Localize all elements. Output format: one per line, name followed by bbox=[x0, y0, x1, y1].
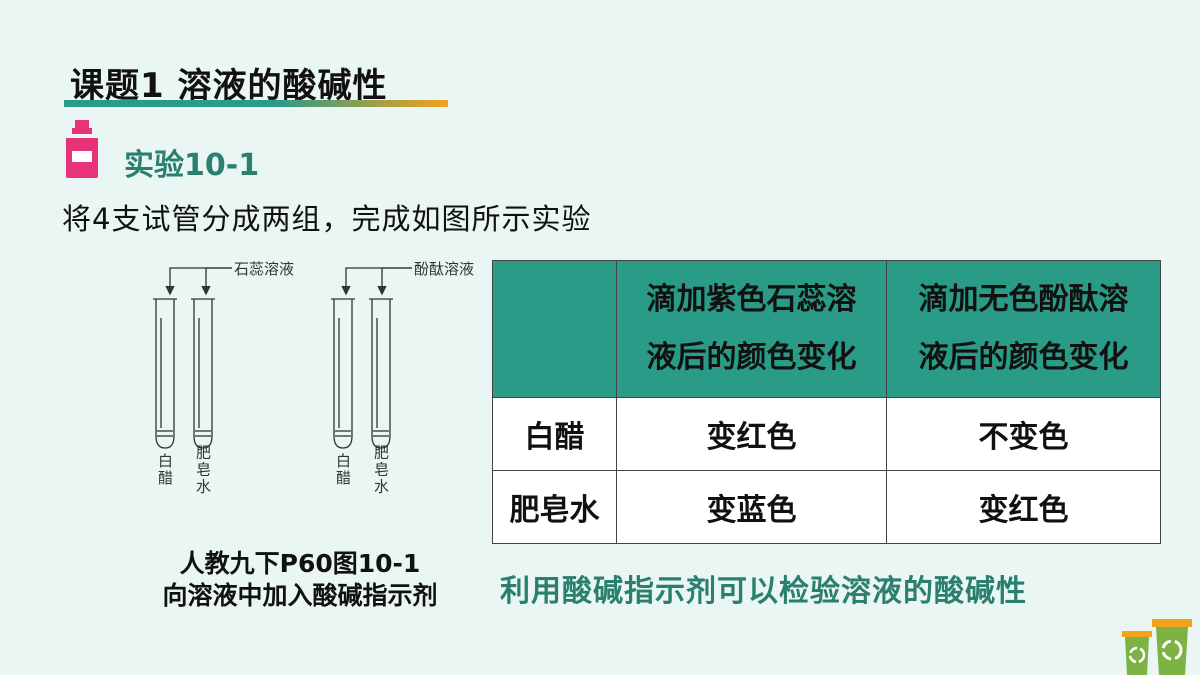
header-litmus: 滴加紫色石蕊溶 液后的颜色变化 bbox=[616, 260, 887, 398]
recycling-bins-icon bbox=[1122, 619, 1192, 675]
test-tube bbox=[191, 298, 215, 449]
results-table: 滴加紫色石蕊溶 液后的颜色变化 滴加无色酚酞溶 液后的颜色变化 白醋 变红色 不… bbox=[492, 260, 1161, 544]
tube-label: 白醋 bbox=[156, 453, 174, 487]
reagent-bottle-icon bbox=[66, 120, 98, 178]
cell-litmus-result: 变蓝色 bbox=[616, 470, 887, 544]
caption-line: 向溶液中加入酸碱指示剂 bbox=[162, 581, 438, 610]
cell-phenolphthalein-result: 不变色 bbox=[886, 397, 1161, 471]
cell-litmus-result: 变红色 bbox=[616, 397, 887, 471]
test-tube bbox=[331, 298, 355, 449]
header-phenolphthalein: 滴加无色酚酞溶 液后的颜色变化 bbox=[886, 260, 1161, 398]
tube-label: 白醋 bbox=[334, 453, 352, 487]
header-line: 滴加紫色石蕊溶 bbox=[646, 282, 857, 317]
experiment-intro: 将4支试管分成两组，完成如图所示实验 bbox=[62, 202, 592, 236]
header-line: 液后的颜色变化 bbox=[646, 340, 857, 375]
row-header: 肥皂水 bbox=[492, 470, 617, 544]
test-tube-figure: 石蕊溶液 酚酞溶液 白醋 肥皂水 白醋 肥皂水 bbox=[150, 258, 490, 528]
test-tube-diagram: 石蕊溶液 酚酞溶液 白醋 肥皂水 白醋 肥皂水 bbox=[153, 260, 474, 496]
tube-label: 肥皂水 bbox=[372, 445, 390, 496]
table-header-row: 滴加紫色石蕊溶 液后的颜色变化 滴加无色酚酞溶 液后的颜色变化 bbox=[492, 260, 1161, 398]
figure-caption: 人教九下P60图10-1 向溶液中加入酸碱指示剂 bbox=[120, 548, 480, 612]
reagent-label-litmus: 石蕊溶液 bbox=[234, 260, 294, 278]
table-row: 白醋 变红色 不变色 bbox=[492, 397, 1161, 471]
cell-phenolphthalein-result: 变红色 bbox=[886, 470, 1161, 544]
page-title: 课题1 溶液的酸碱性 bbox=[70, 66, 388, 106]
row-header: 白醋 bbox=[492, 397, 617, 471]
tube-label: 肥皂水 bbox=[194, 445, 212, 496]
test-tube bbox=[153, 298, 177, 449]
reagent-label-phenolphthalein: 酚酞溶液 bbox=[414, 260, 474, 278]
title-underline bbox=[64, 100, 448, 107]
header-line: 滴加无色酚酞溶 bbox=[918, 282, 1129, 317]
header-line: 液后的颜色变化 bbox=[918, 340, 1129, 375]
experiment-label: 实验10-1 bbox=[124, 148, 260, 183]
table-row: 肥皂水 变蓝色 变红色 bbox=[492, 470, 1161, 544]
conclusion-text: 利用酸碱指示剂可以检验溶液的酸碱性 bbox=[500, 574, 1027, 609]
caption-line: 人教九下P60图10-1 bbox=[179, 549, 421, 578]
table-corner-cell bbox=[492, 260, 617, 398]
test-tube bbox=[369, 298, 393, 449]
